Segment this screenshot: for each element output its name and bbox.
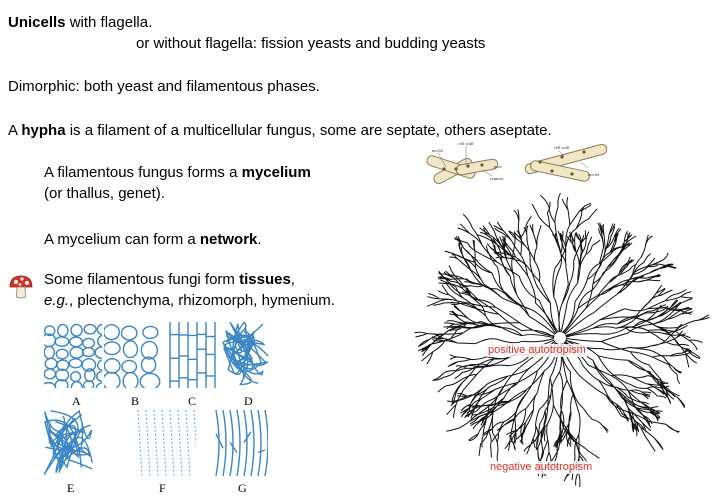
cell-wall-right-label: cell wall (554, 145, 570, 150)
tissue-panel-b (104, 323, 161, 388)
network-line: A mycelium can form a network. (44, 231, 262, 248)
examples-line: e.g., plectenchyma, rhizomorph, hymenium… (44, 292, 335, 309)
mycelium-term: mycelium (241, 164, 311, 181)
hypha-diagram: nuclei cell wall pore septum cell wall n… (426, 141, 608, 185)
caption-c: C (188, 394, 197, 408)
unicells-term: Unicells (8, 14, 66, 31)
caption-e: E (67, 481, 75, 495)
hypha-term: hypha (21, 122, 66, 139)
tissues-line: Some filamentous fungi form tissues, (44, 271, 295, 288)
tissue-panel-d (222, 322, 269, 386)
caption-f: F (159, 481, 166, 495)
caption-a: A (72, 394, 81, 408)
caption-b: B (131, 394, 140, 408)
mycelium-hyphae (414, 192, 710, 488)
unicells-line: Unicells with flagella. (8, 14, 153, 31)
cell-wall-label: cell wall (458, 141, 474, 146)
dimorphic-line: Dimorphic: both yeast and filamentous ph… (8, 78, 320, 95)
without-flagella-line: or without flagella: fission yeasts and … (136, 35, 486, 52)
thallus-line: (or thallus, genet). (44, 185, 165, 202)
nuclei-right-label: nuclei (588, 172, 600, 177)
caption-d: D (244, 394, 253, 408)
tissues-term: tissues (239, 271, 291, 288)
pore-label: pore (494, 164, 502, 169)
positive-autotropism-label: positive autotropism (487, 344, 587, 357)
hypha-line: A hypha is a filament of a multicellular… (8, 122, 552, 139)
tissue-panel-g (215, 410, 268, 476)
mycelium-network-drawing (414, 192, 710, 488)
tissue-panel-e (44, 410, 93, 475)
negative-autotropism-label: negative autotropism (489, 461, 594, 474)
nuclei-label: nuclei (432, 148, 444, 153)
tissue-panel-c (169, 322, 216, 388)
septum-label: septum (490, 176, 503, 181)
network-term: network (199, 231, 258, 248)
tissue-panel-a (44, 323, 102, 388)
caption-g: G (238, 481, 247, 495)
mycelium-line: A filamentous fungus forms a mycelium (44, 164, 311, 181)
mushroom-icon (9, 275, 33, 299)
tissue-panel-f (137, 410, 196, 476)
